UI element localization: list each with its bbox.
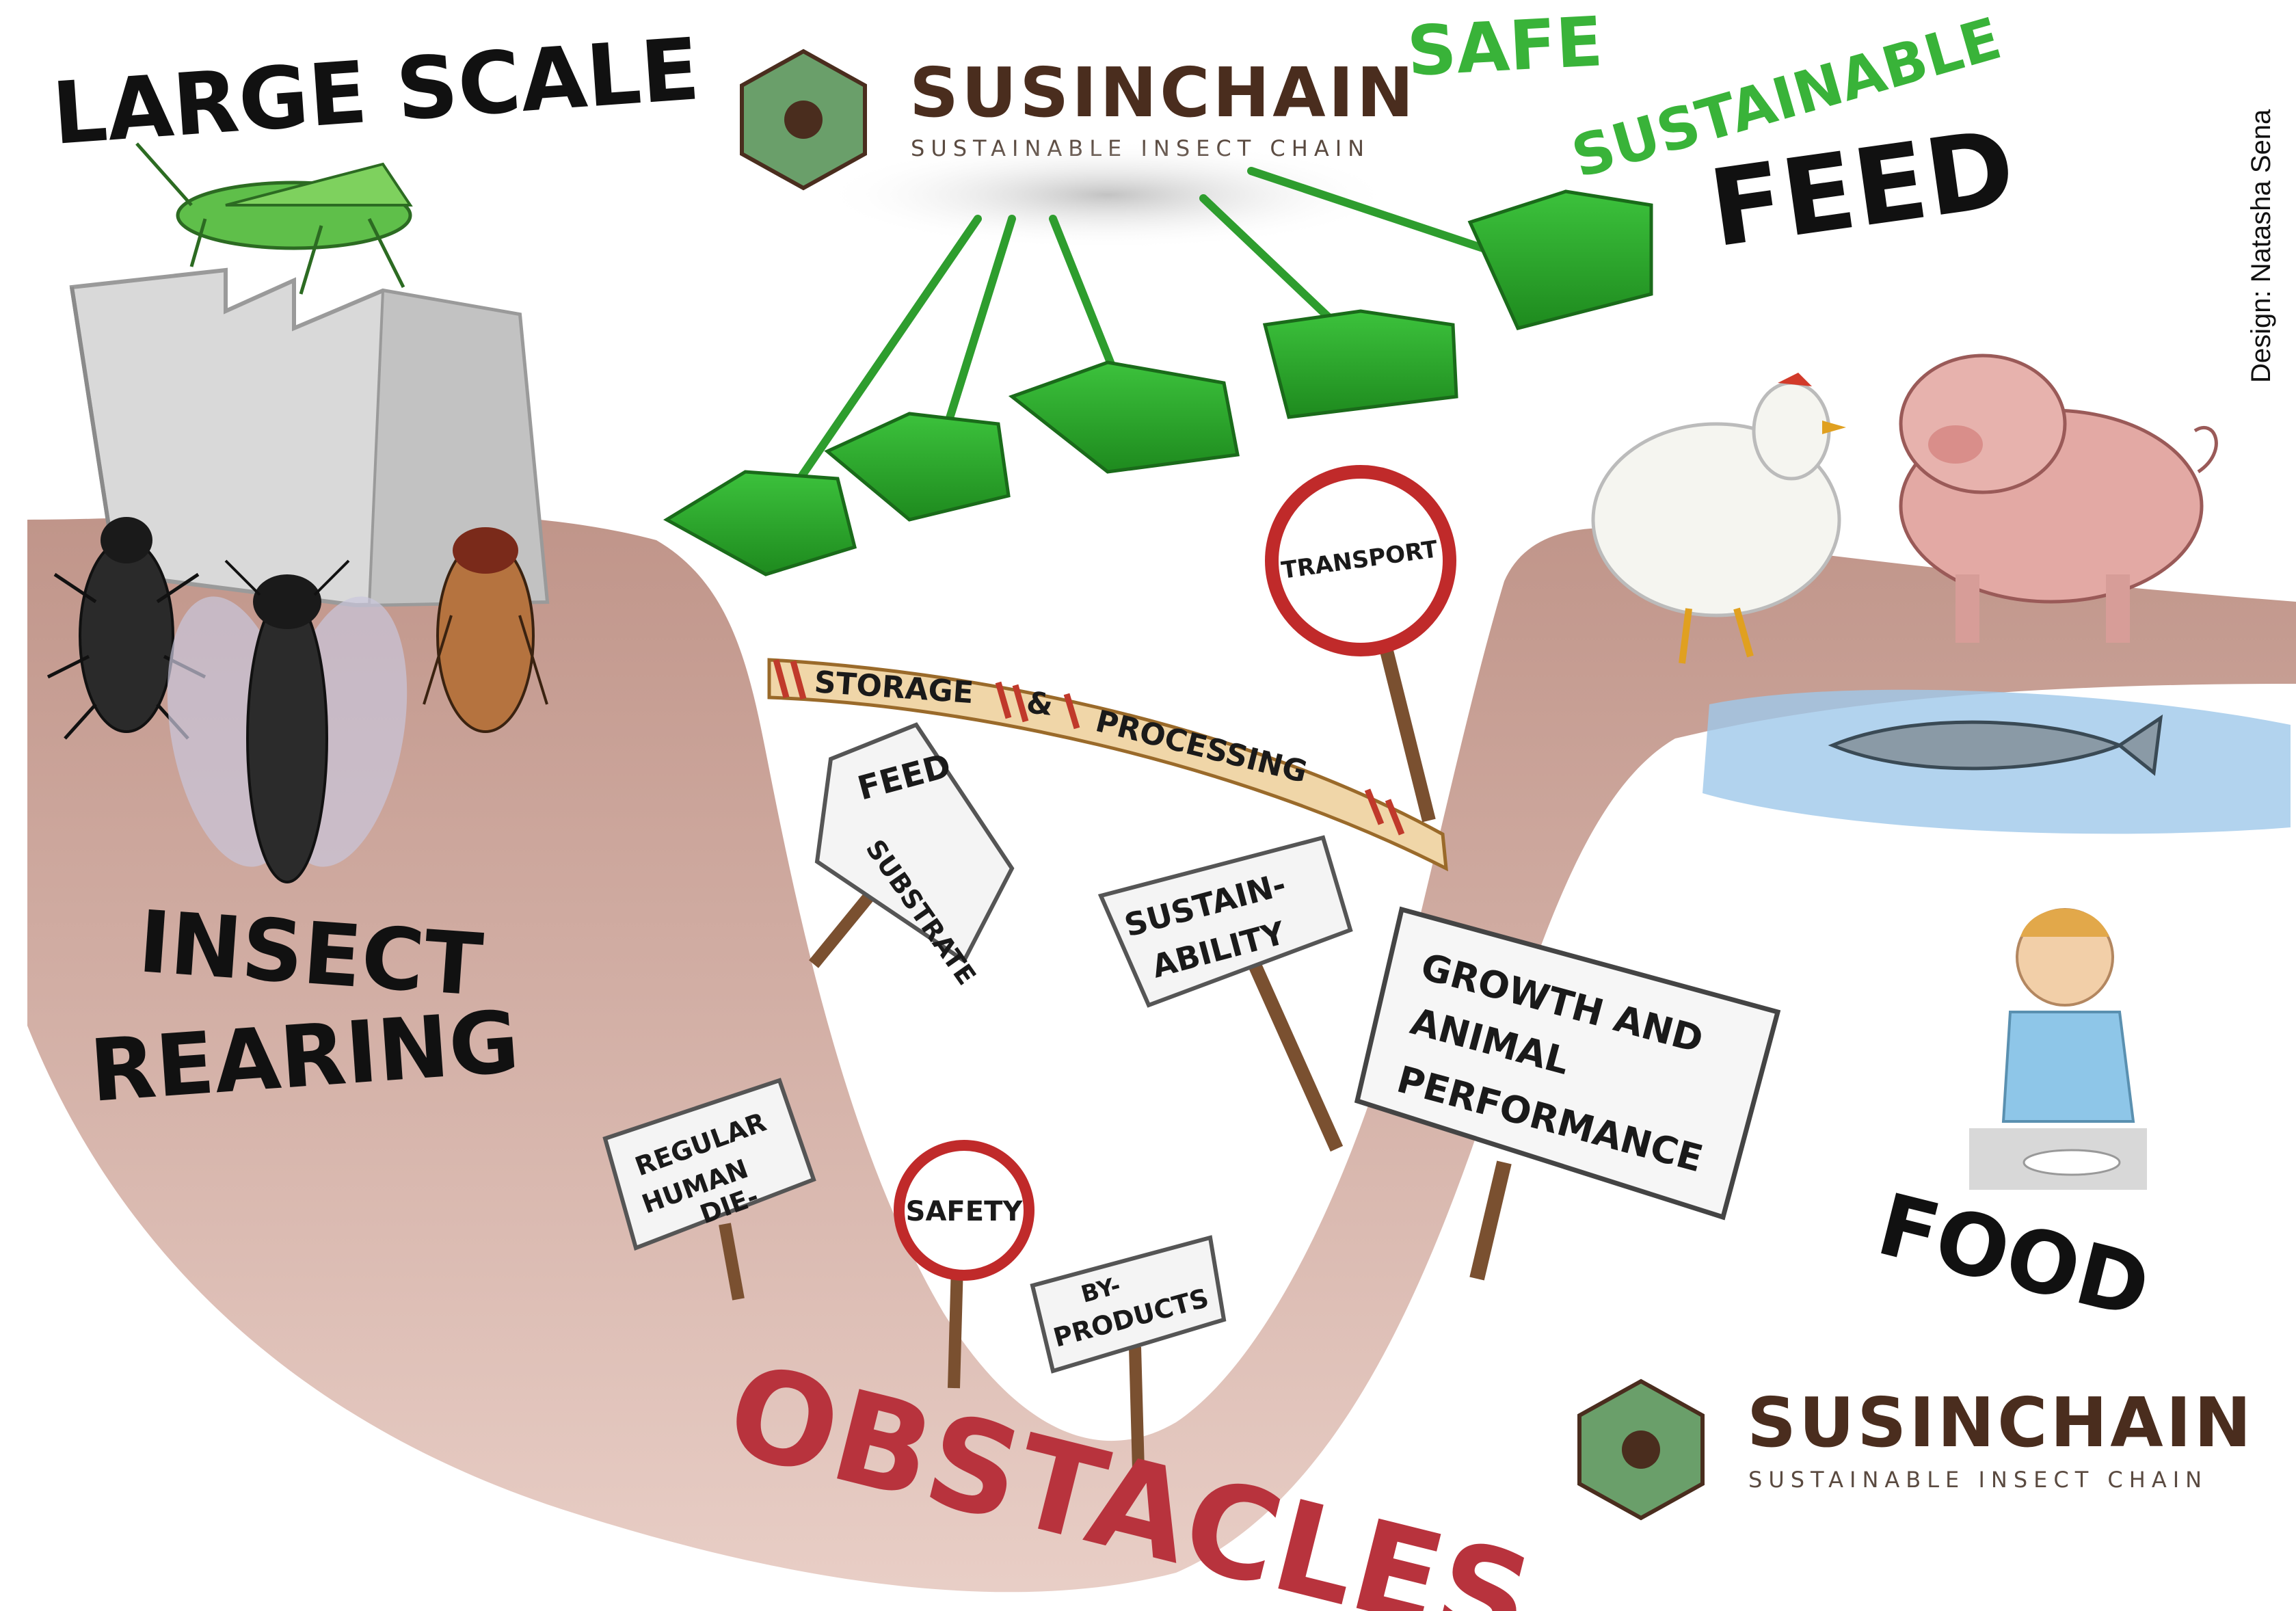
bottom-logo-tagline: SUSTAINABLE INSECT CHAIN [1748,1467,2208,1493]
bottom-logo-name: SUSINCHAIN [1747,1383,2254,1463]
chain-links [796,167,1522,483]
heading-large-scale: LARGE SCALE [49,20,703,164]
heading-food: FOOD [1869,1175,2159,1337]
factory-icon [69,267,550,608]
ground-valley [27,511,2296,1593]
green-tile-3 [1008,360,1240,474]
green-tiles [663,189,1653,576]
safety-label: SAFETY [906,1196,1024,1227]
green-tile-2 [824,412,1011,522]
soldier-fly-icon [167,559,408,883]
heading-safe: SAFE [1405,1,1605,92]
heading-insect: INSECT [135,892,485,1015]
transport-sign: TRANSPORT [1265,465,1456,823]
child-eating-icon [1969,908,2147,1190]
bottom-logo: SUSINCHAIN SUSTAINABLE INSECT CHAIN [1577,1379,2254,1521]
banner-storage: STORAGE [813,665,974,710]
byproducts-sign: BY- PRODUCTS [1030,1235,1227,1471]
top-logo-name: SUSINCHAIN [909,53,1417,133]
sustainability-sign: SUSTAIN- ABILITY [1097,835,1353,1152]
fish-icon [1828,714,2163,776]
green-tile-5 [1467,189,1653,330]
feed-substrate-sign: FEED SUBSTRATE [809,722,1015,990]
house-fly-icon [423,527,548,733]
chicken-icon [1591,373,1846,664]
green-tile-4 [1262,309,1458,419]
designer-credit: Design: Natasha Sena [2246,109,2276,383]
banner-ampersand: & [1025,685,1054,723]
safety-sign: SAFETY [894,1140,1034,1389]
grasshopper-icon [135,142,413,295]
pig-icon [1899,354,2218,643]
logo-hub-shadow [820,140,1395,250]
green-tile-1 [663,470,857,576]
